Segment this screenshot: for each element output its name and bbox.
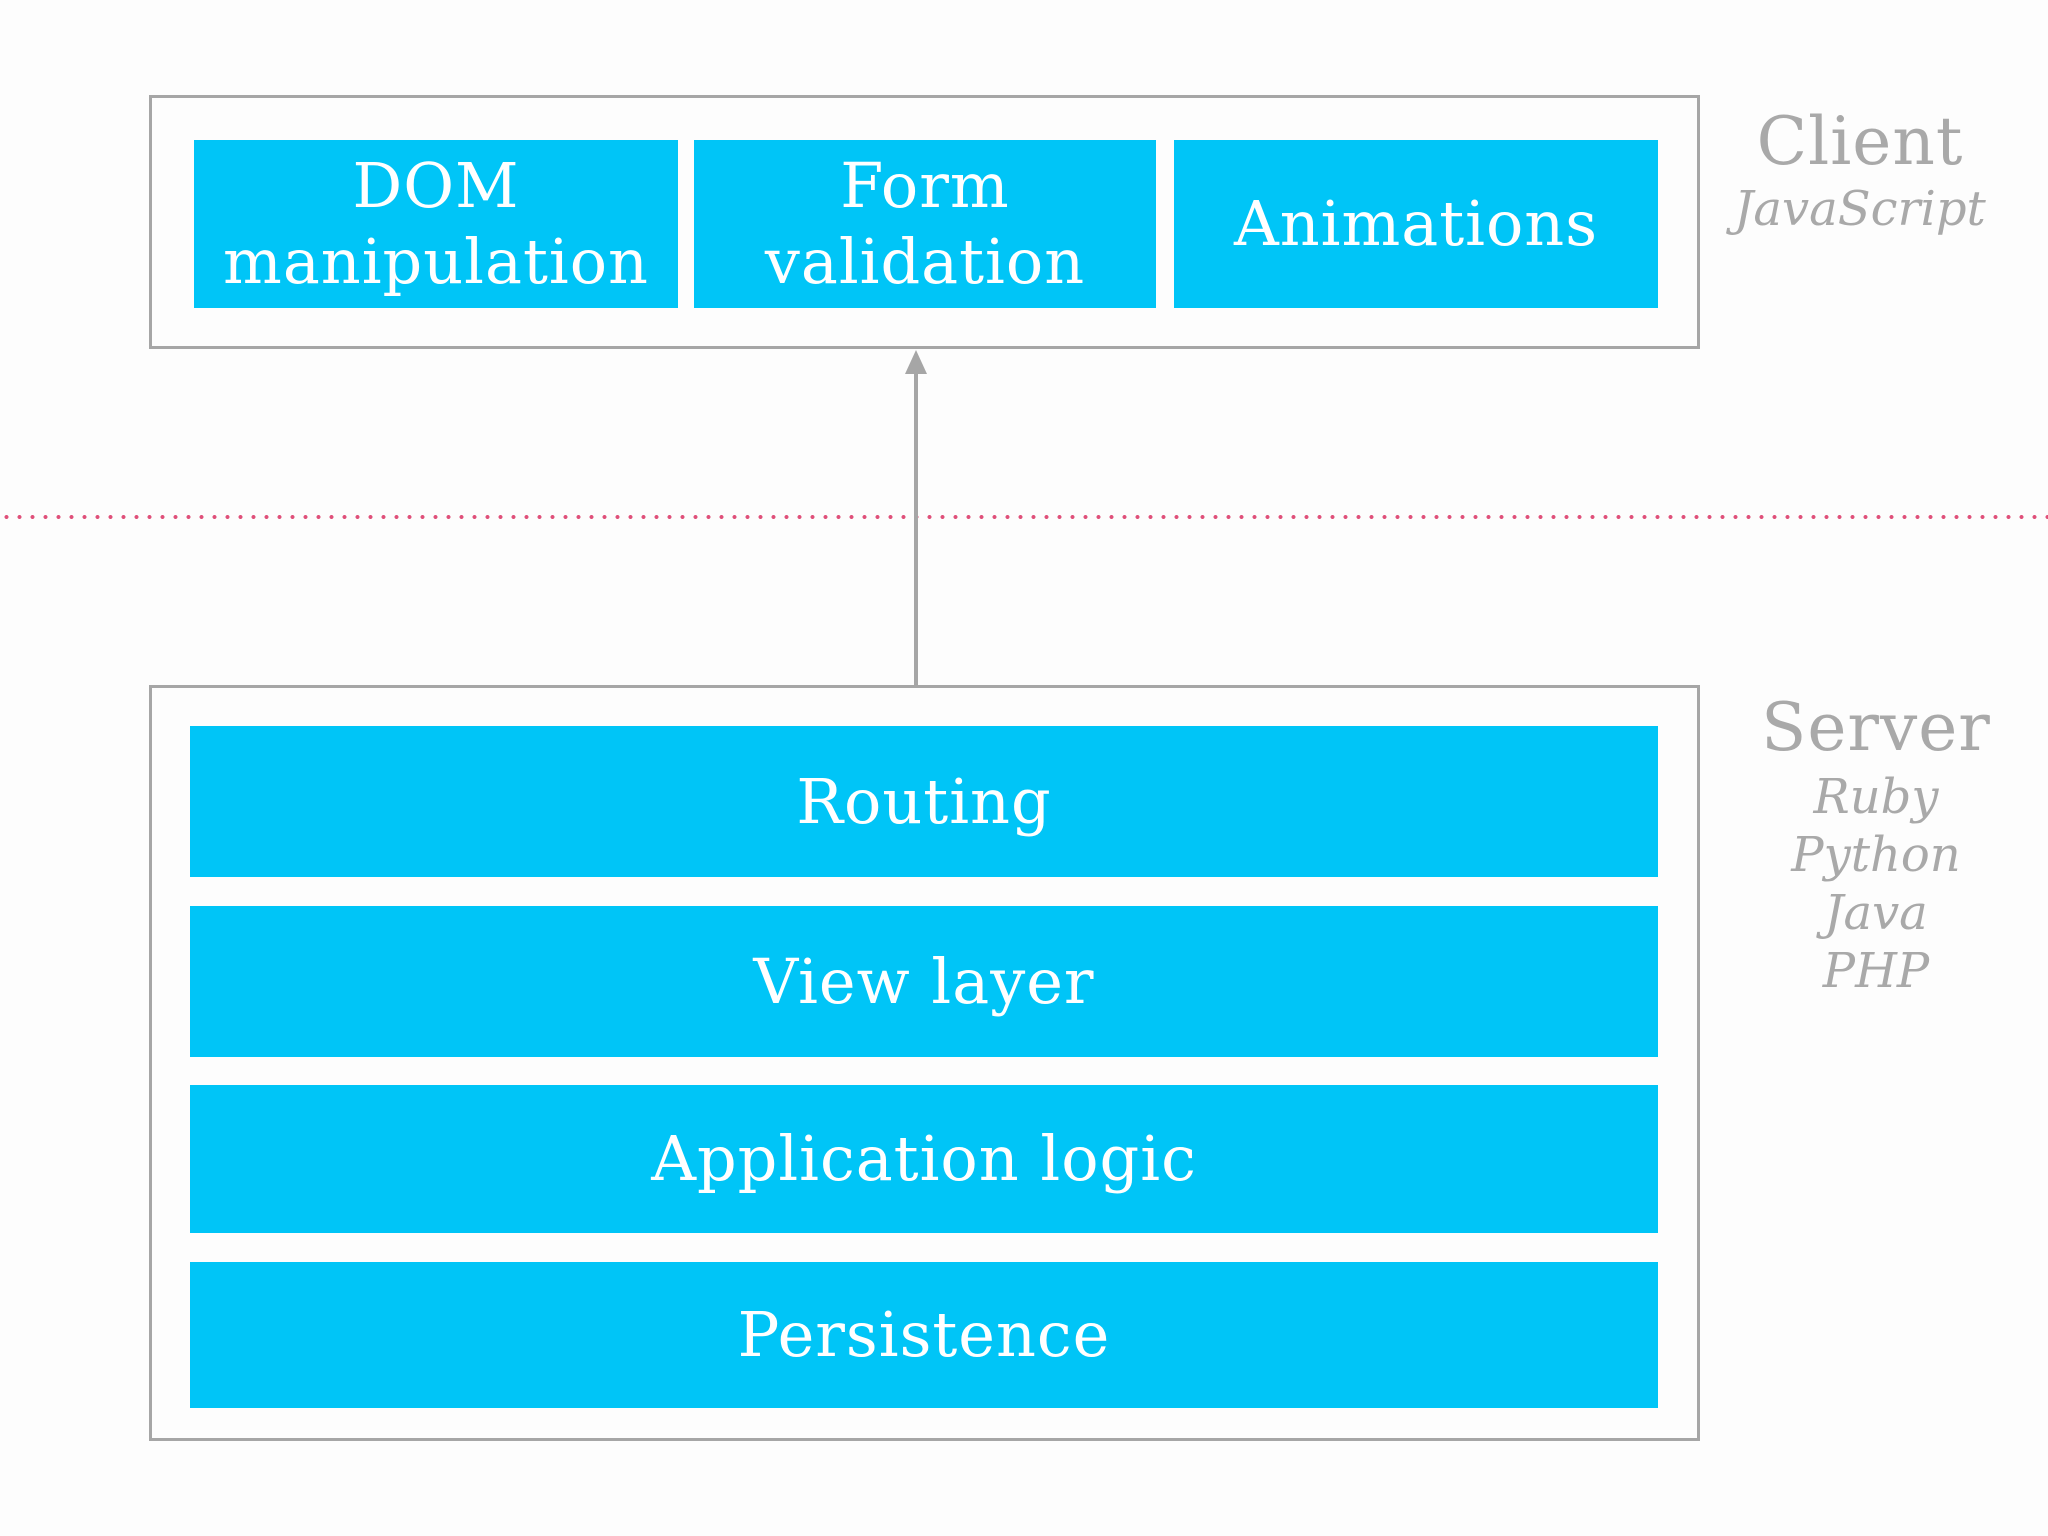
server-layer-label: Application logic	[651, 1122, 1197, 1195]
client-block-animations: Animations	[1174, 140, 1658, 308]
client-language: JavaScript	[1734, 181, 1986, 237]
arrow-head	[905, 350, 927, 374]
client-server-divider	[0, 515, 2048, 519]
server-layer-label: Persistence	[737, 1298, 1111, 1371]
server-layer-label: Routing	[796, 764, 1052, 838]
server-layer-application-logic: Application logic	[190, 1085, 1658, 1233]
client-block-label: Form validation	[764, 149, 1086, 298]
client-tier-title: Client	[1756, 103, 1964, 180]
server-layer-label: View layer	[753, 944, 1095, 1018]
server-layer-view: View layer	[190, 906, 1658, 1057]
server-language: Java	[1824, 885, 1928, 941]
server-language: Python	[1791, 827, 1961, 883]
server-layer-routing: Routing	[190, 726, 1658, 877]
client-block-label: DOM manipulation	[223, 149, 649, 298]
server-layer-persistence: Persistence	[190, 1262, 1658, 1408]
server-language: Ruby	[1813, 769, 1939, 825]
server-to-client-arrow	[905, 350, 927, 688]
server-language: PHP	[1822, 943, 1930, 999]
client-block-form-validation: Form validation	[694, 140, 1156, 308]
server-tier-title: Server	[1761, 689, 1991, 766]
client-block-dom-manipulation: DOM manipulation	[194, 140, 678, 308]
client-block-label: Animations	[1233, 187, 1599, 260]
server-language-list: Ruby Python Java PHP	[1716, 768, 2036, 1000]
